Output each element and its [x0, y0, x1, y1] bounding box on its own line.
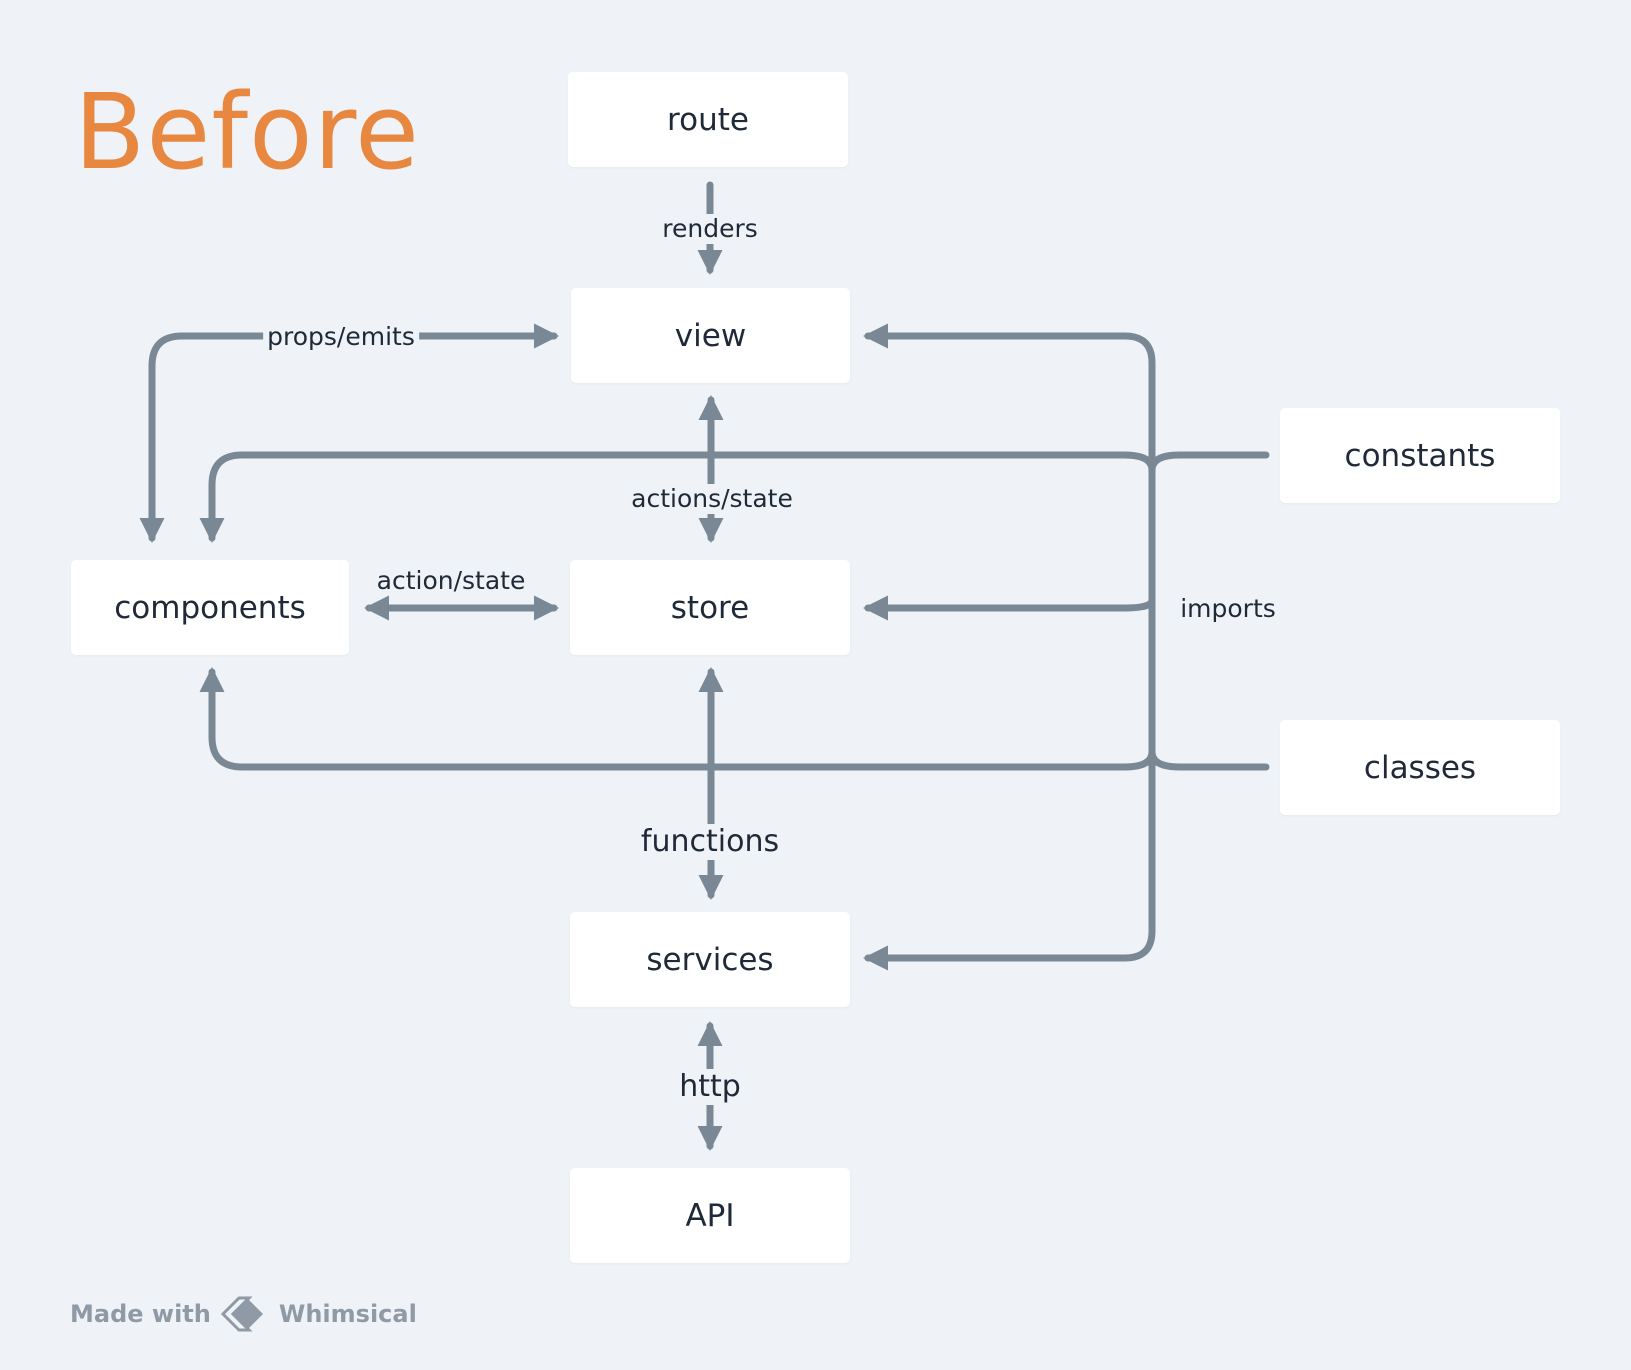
label-action-state: action/state — [376, 566, 526, 595]
node-store[interactable]: store — [570, 560, 850, 655]
whimsical-logo-icon — [220, 1296, 263, 1332]
edge-imports-view — [862, 323, 1156, 604]
footer-made-with: Made with — [70, 1300, 211, 1328]
node-constants-label: constants — [1344, 437, 1496, 474]
label-functions: functions — [636, 824, 784, 860]
footer[interactable]: Made with Whimsical — [70, 1296, 417, 1332]
node-api-label: API — [685, 1197, 735, 1234]
node-api[interactable]: API — [570, 1168, 850, 1263]
node-classes-label: classes — [1363, 749, 1477, 786]
footer-brand: Whimsical — [278, 1300, 417, 1328]
label-renders: renders — [658, 214, 762, 244]
node-view-label: view — [674, 317, 747, 354]
node-components-label: components — [114, 589, 306, 626]
node-route[interactable]: route — [568, 72, 848, 167]
label-http: http — [675, 1069, 745, 1105]
edge-constants-components — [199, 451, 1270, 544]
label-props-emits: props/emits — [263, 322, 419, 352]
edge-imports-services — [862, 596, 1156, 971]
node-route-label: route — [667, 101, 749, 138]
edge-props-emits — [139, 323, 560, 544]
node-components[interactable]: components — [71, 560, 349, 655]
node-classes[interactable]: classes — [1280, 720, 1560, 815]
edge-imports-store — [862, 595, 1156, 621]
node-store-label: store — [670, 589, 750, 626]
node-constants[interactable]: constants — [1280, 408, 1560, 503]
edge-classes-components — [199, 666, 1270, 771]
node-services-label: services — [646, 941, 774, 978]
node-view[interactable]: view — [571, 288, 850, 383]
node-services[interactable]: services — [570, 912, 850, 1007]
label-imports: imports — [1176, 594, 1280, 624]
label-actions-state: actions/state — [627, 484, 797, 514]
page-title: Before — [74, 71, 421, 193]
